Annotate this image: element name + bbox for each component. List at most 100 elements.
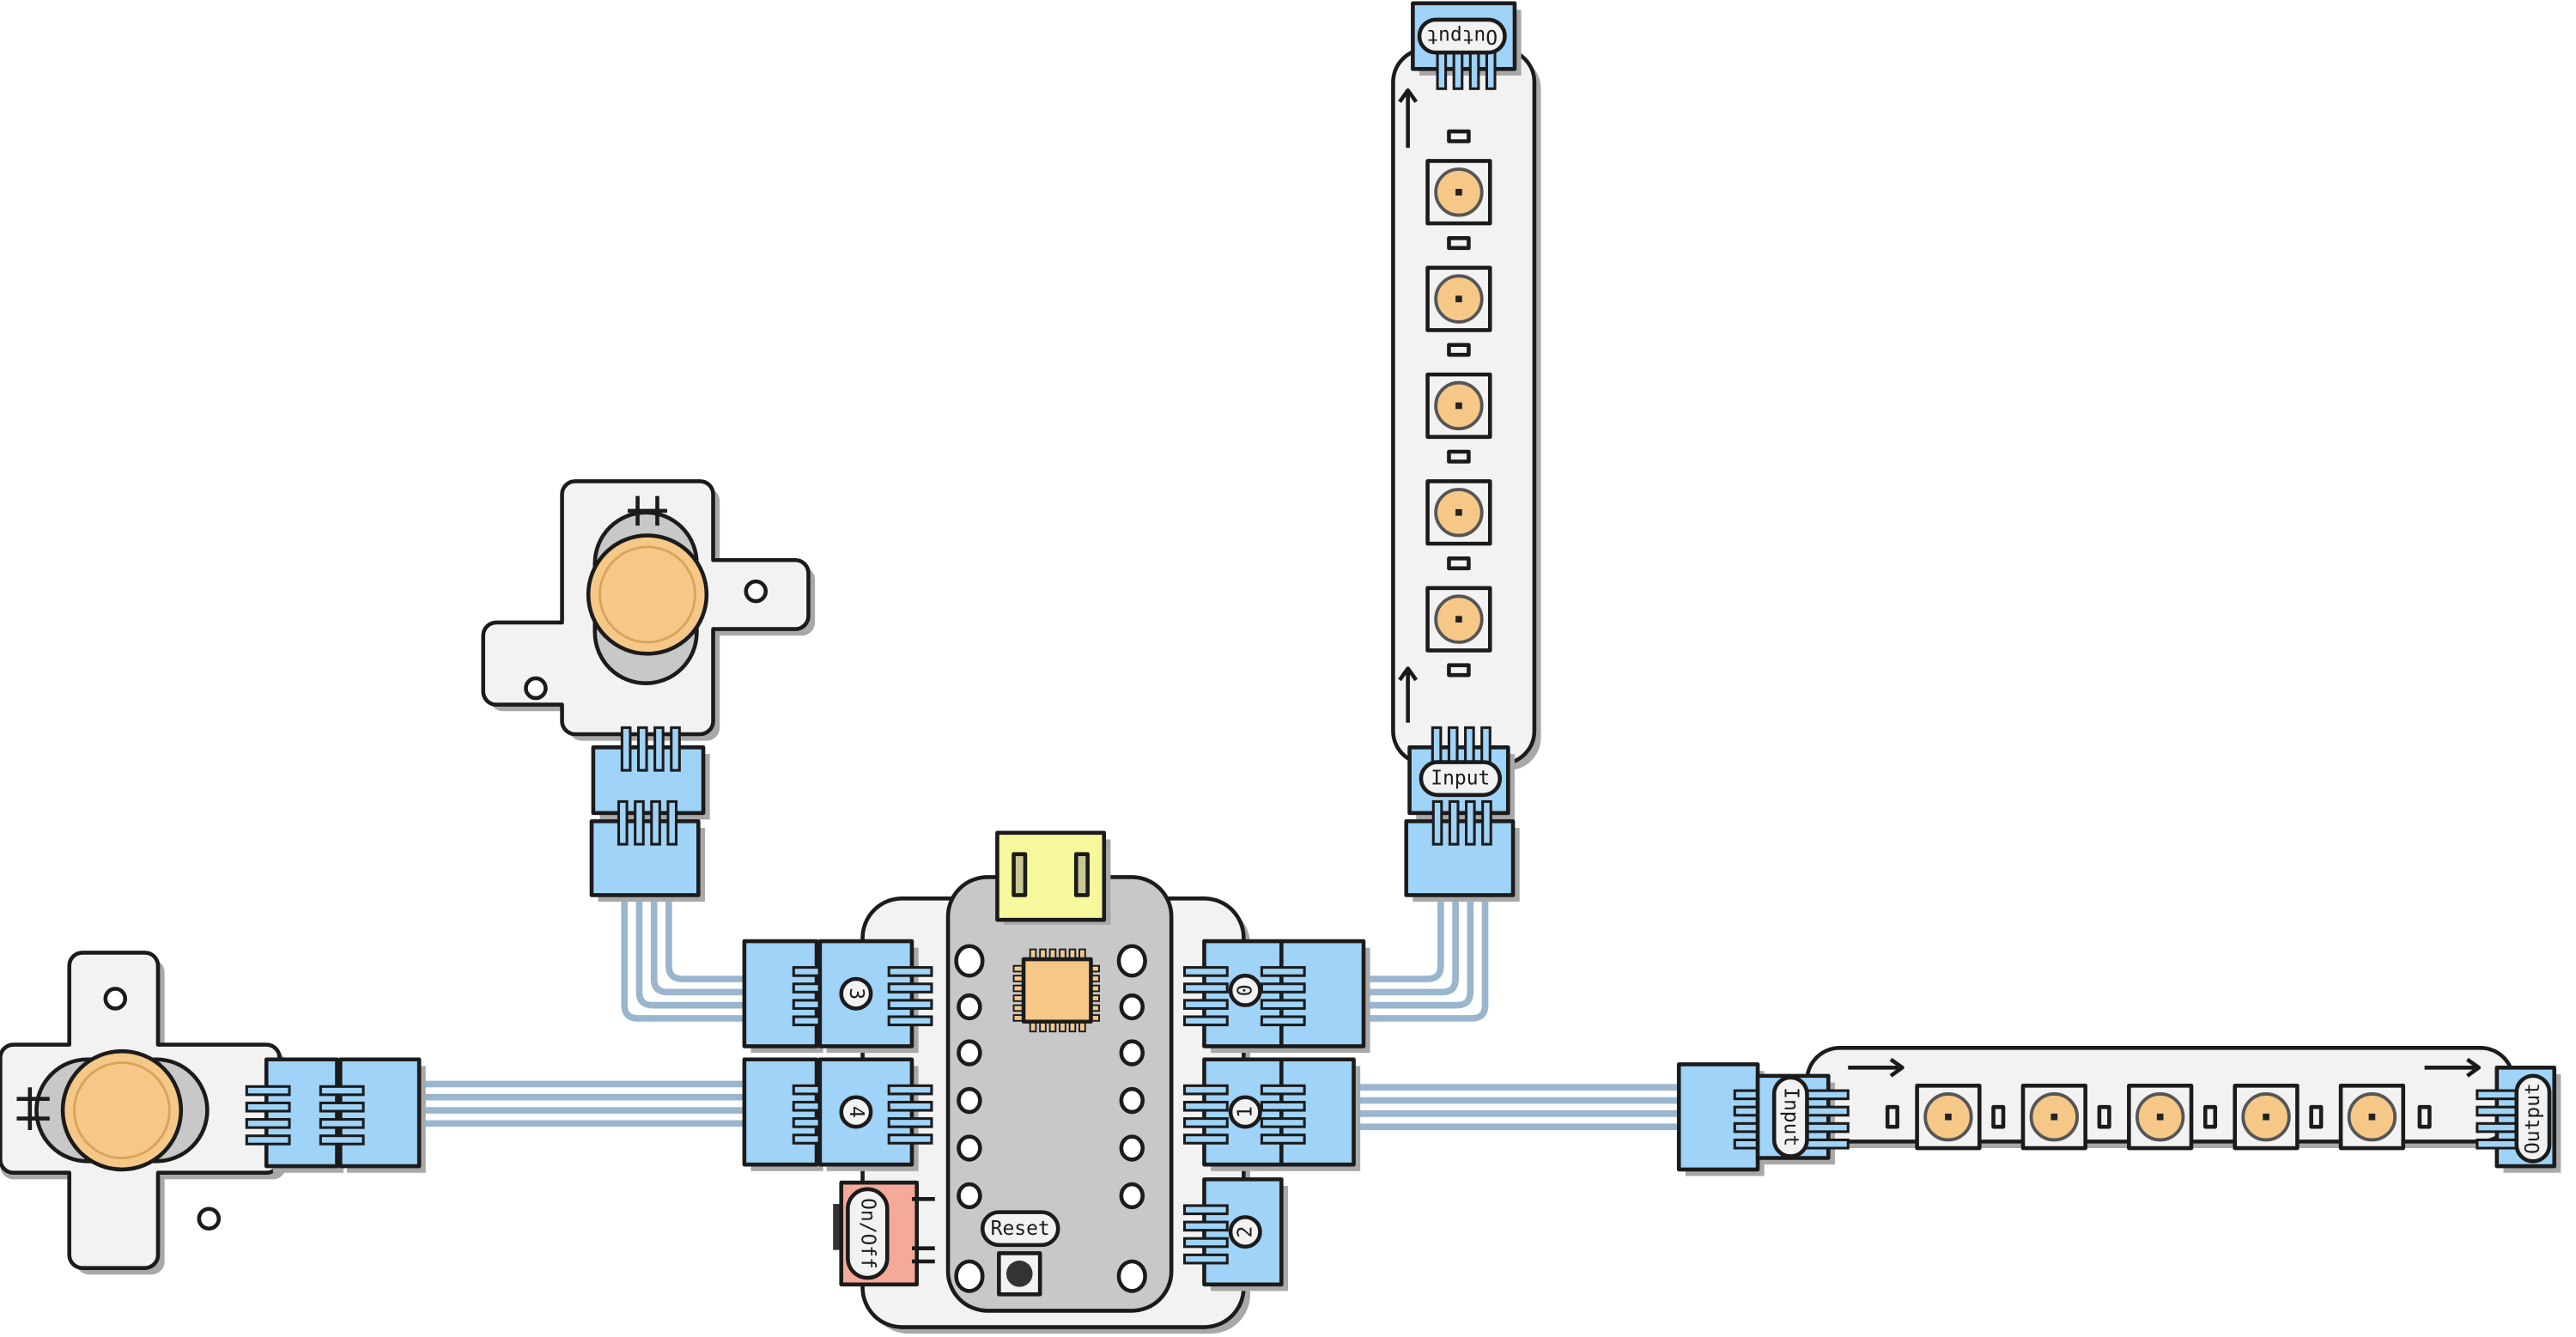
pin-hole (957, 1182, 982, 1210)
strip-vertical-input-label: Input (1419, 760, 1503, 798)
reset-button[interactable]: Reset (980, 1210, 1060, 1297)
connector-button-top-cable[interactable] (589, 799, 705, 902)
pin-hole (957, 1039, 982, 1067)
svg-text:2: 2 (1234, 1226, 1256, 1238)
connector-pin (1465, 799, 1476, 846)
button-cap[interactable] (60, 1048, 184, 1172)
connector-body (1279, 939, 1366, 1048)
resistor (1447, 236, 1471, 251)
connector-pin (319, 1134, 365, 1146)
connector-pin (1260, 1133, 1306, 1145)
connector-body (338, 1057, 422, 1169)
led-die (1455, 188, 1462, 196)
connector-body (264, 1057, 339, 1169)
connector-pin (887, 1117, 933, 1128)
connector-port-3-cable[interactable] (742, 939, 838, 1054)
mount-hole (744, 579, 769, 604)
resistor (1447, 129, 1471, 143)
switch-label-pill (846, 1187, 890, 1280)
connector-pin (887, 1015, 933, 1027)
power-switch[interactable]: On/Off (833, 1180, 935, 1287)
switch-pins (911, 1197, 935, 1264)
connector-button-left[interactable] (245, 1057, 344, 1173)
resistor (2202, 1104, 2218, 1129)
reset-label-pill (980, 1210, 1060, 1248)
microchip (1012, 948, 1100, 1033)
button-module-top[interactable] (481, 479, 816, 741)
resistor (2309, 1104, 2324, 1129)
port-labels: 3 4 0 1 2 Output Input Input Output (839, 17, 2552, 1249)
connector-pin (1260, 966, 1306, 977)
resistor (1991, 1104, 2006, 1129)
button-cap-ring (598, 545, 696, 644)
connector-pin (2476, 1089, 2522, 1101)
connector-pin (617, 799, 629, 846)
connector-pin (1260, 982, 1306, 994)
svg-text:3: 3 (845, 988, 867, 1000)
reset-label: Reset (991, 1218, 1050, 1240)
svg-text:Input: Input (1779, 1087, 1801, 1146)
wire-port-0-to-strip-vertical (1360, 891, 1444, 982)
wire-button-top-to-port-3 (665, 891, 748, 982)
connector-pin (1182, 982, 1229, 994)
resistor (1447, 663, 1471, 678)
connector-pin (1431, 799, 1443, 846)
connector-pin (650, 799, 661, 846)
connector-pin (636, 726, 648, 772)
pin-hole (1116, 944, 1147, 978)
connector-pin (2476, 1105, 2522, 1117)
pin-hole (1116, 1259, 1147, 1293)
connector-pin (1803, 1105, 1850, 1117)
connector-strip-vertical-cable[interactable] (1404, 799, 1520, 902)
pin-hole (957, 993, 982, 1021)
port-2-label: 2 (1228, 1215, 1262, 1249)
connector-port-1-cable[interactable] (1260, 1057, 1361, 1171)
pin-hole (1119, 993, 1145, 1021)
wire-port-0-to-strip-vertical (1360, 891, 1489, 1022)
connector-pin (666, 799, 678, 846)
svg-text:Input: Input (1431, 768, 1490, 790)
connector-body (742, 1057, 819, 1167)
reset-knob[interactable] (1005, 1261, 1033, 1287)
connector-pin (653, 726, 665, 772)
pin-hole (1119, 1134, 1145, 1162)
connector-pin (245, 1101, 291, 1113)
connector-pin (1803, 1089, 1850, 1101)
led-die (1945, 1113, 1952, 1121)
connector-pin (1260, 1015, 1306, 1027)
wire-button-top-to-port-3 (635, 891, 748, 1009)
connector-pin (670, 726, 681, 772)
button-leads (16, 1087, 50, 1130)
connector-pin (1448, 799, 1460, 846)
connector-pin (319, 1085, 365, 1097)
button-module-left[interactable] (0, 951, 287, 1275)
connector-pin (245, 1085, 291, 1097)
wire-button-top-to-port-3 (650, 891, 748, 996)
connector-pin (1182, 1084, 1229, 1096)
connector-port-4[interactable] (817, 1057, 933, 1171)
usb-pin (1073, 852, 1090, 897)
wire-button-top-to-port-3 (621, 891, 748, 1022)
connector-port-3[interactable] (817, 939, 933, 1054)
chip-body (1021, 957, 1093, 1024)
mount-hole (103, 987, 128, 1011)
button-cap[interactable] (586, 533, 709, 656)
connector-pin (1182, 1117, 1229, 1128)
connector-port-4-cable[interactable] (742, 1057, 838, 1171)
led-strip-horizontal (1805, 1046, 2520, 1151)
connector-pin (887, 1100, 933, 1112)
connector-pin (1260, 1117, 1306, 1128)
connector-port-0-cable[interactable] (1260, 939, 1370, 1054)
led-strip-vertical (1391, 47, 1541, 771)
connector-pin (1182, 1204, 1229, 1216)
wire-port-0-to-strip-vertical (1360, 891, 1474, 1009)
resistor (2417, 1104, 2432, 1129)
resistor (1447, 449, 1471, 464)
connector-pin (1260, 999, 1306, 1010)
connector-strip-horizontal-cable[interactable] (1676, 1062, 1779, 1176)
connector-button-left-cable[interactable] (319, 1057, 426, 1173)
connector-pin (2476, 1138, 2522, 1150)
connector-pin (1182, 1015, 1229, 1027)
connector-pin (887, 966, 933, 977)
